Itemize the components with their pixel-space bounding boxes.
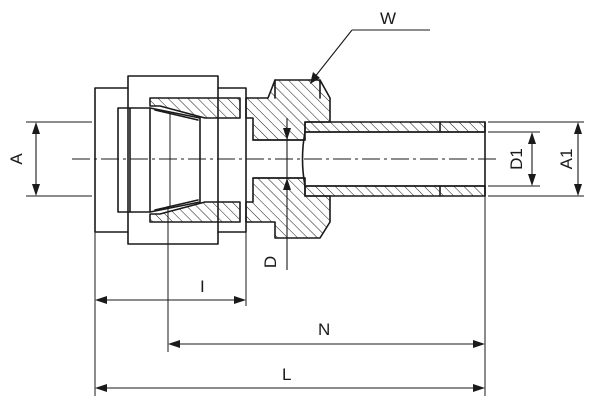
dim-d1 — [488, 131, 540, 187]
dim-d — [283, 118, 291, 270]
nut-lower-wall — [149, 201, 241, 223]
nut-upper-wall — [149, 97, 241, 119]
label-l: L — [282, 365, 291, 384]
stub-tube — [301, 121, 486, 197]
tube-lower-wall — [304, 185, 486, 197]
dim-i — [95, 296, 246, 304]
label-d: D — [261, 256, 280, 268]
dim-l — [95, 384, 485, 392]
label-w: W — [380, 9, 396, 28]
label-d1: D1 — [507, 148, 526, 170]
body — [245, 79, 331, 239]
label-a: A — [7, 153, 26, 165]
label-n: N — [318, 320, 330, 339]
label-a1: A1 — [557, 149, 576, 170]
ferrules — [117, 107, 201, 213]
label-i: I — [200, 277, 205, 296]
dim-a1 — [488, 121, 584, 197]
tube-upper-wall — [304, 121, 486, 133]
w-leader — [310, 29, 430, 84]
dim-a — [26, 121, 92, 197]
nut — [94, 75, 247, 245]
dim-n — [168, 340, 485, 348]
